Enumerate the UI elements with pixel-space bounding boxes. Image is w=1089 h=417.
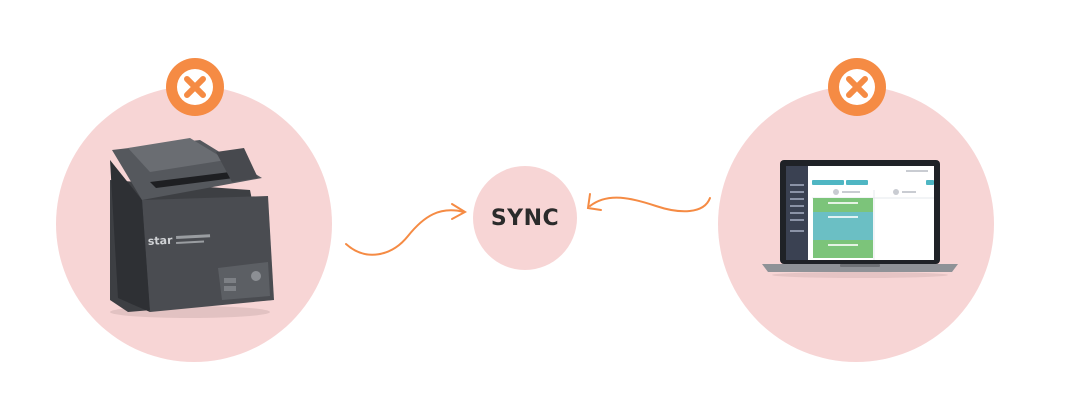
event-block-green-1 [813,198,873,212]
event-block-green-2 [813,240,873,258]
right-arrow-to-sync [586,193,711,213]
close-x-icon [166,58,224,116]
close-x-icon [828,58,886,116]
left-arrow-to-sync [345,203,468,256]
printer-body [110,138,274,318]
sync-node-circle: SYNC [473,166,577,270]
printer-brand-text: star [147,234,173,248]
sync-label: SYNC [490,205,560,231]
laptop-base [762,264,958,272]
